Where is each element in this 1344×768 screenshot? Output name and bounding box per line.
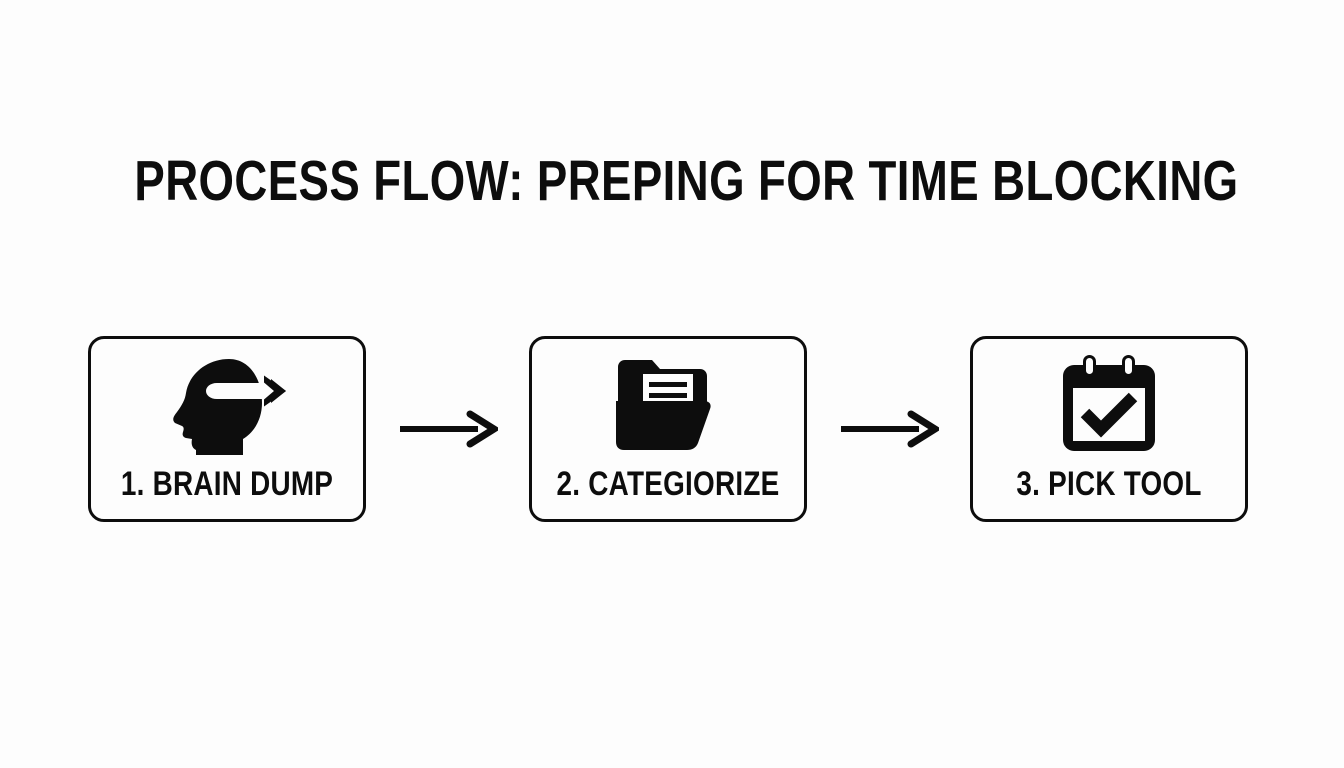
process-flow-row: 1. BRAIN DUMP <box>88 336 1248 522</box>
page-title: PROCESS FLOW: PREPING FOR TIME BLOCKING <box>134 149 1239 213</box>
head-with-outgoing-arrow-icon <box>167 353 287 457</box>
flow-step-label-1: 1. BRAIN DUMP <box>120 465 334 503</box>
flow-step-label-3: 3. PICK TOOL <box>1016 465 1202 503</box>
flow-connector-2 <box>837 406 941 452</box>
flow-step-card-1[interactable]: 1. BRAIN DUMP <box>88 336 366 522</box>
open-folder-with-document-icon <box>612 353 724 457</box>
flow-connector-1 <box>396 406 500 452</box>
flow-step-card-2[interactable]: 2. CATEGIORIZE <box>529 336 807 522</box>
arrow-right-icon <box>399 410 498 448</box>
flow-step-label-2: 2. CATEGIORIZE <box>556 465 780 503</box>
arrow-right-icon <box>840 410 939 448</box>
flow-step-card-3[interactable]: 3. PICK TOOL <box>970 336 1248 522</box>
calendar-with-checkmark-icon <box>1057 353 1161 457</box>
